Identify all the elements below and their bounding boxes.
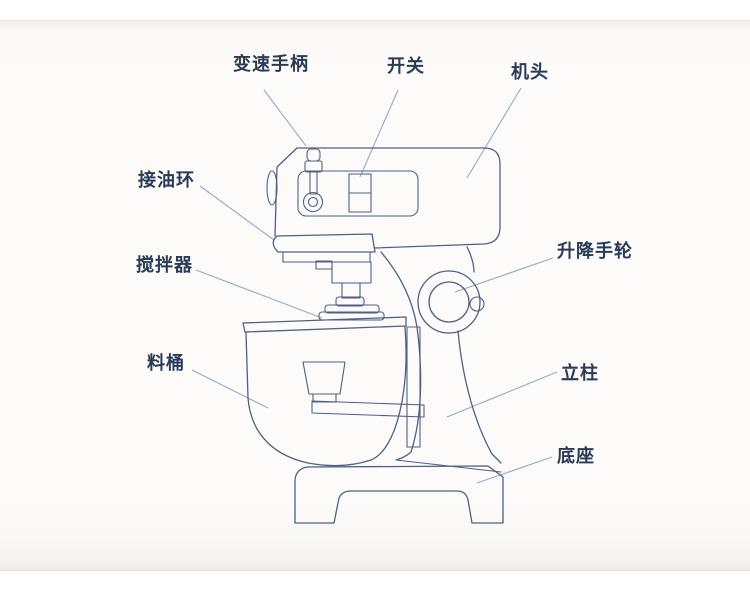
speed-lever (302, 148, 324, 213)
leader-line-agitator (195, 269, 323, 319)
base-outline (294, 465, 504, 524)
leader-line-speed-handle (263, 89, 307, 147)
lift-handwheel (417, 270, 485, 334)
leader-line-column (446, 371, 558, 418)
head-end-cap (266, 170, 278, 206)
neck-right-edge (466, 246, 475, 273)
handwheel-inner (428, 281, 470, 323)
handwheel-knob (469, 296, 485, 312)
label-speed-handle: 变速手柄 (233, 54, 309, 74)
lift-slide (406, 326, 421, 448)
leader-line-lift-handwheel (454, 257, 554, 293)
neck-left-edge (380, 251, 418, 328)
leader-line-machine-head (466, 87, 522, 179)
column-right-edge (457, 330, 502, 464)
mixer-head (266, 147, 501, 249)
flange-bar-2 (282, 251, 371, 263)
label-lift-handwheel: 升降手轮 (557, 241, 633, 261)
agitator-shaft (341, 282, 361, 299)
control-panel (297, 170, 419, 217)
bowl-cup (302, 361, 346, 395)
label-agitator: 搅拌器 (136, 255, 193, 275)
lever-mid (304, 160, 323, 173)
label-machine-head: 机头 (511, 62, 549, 82)
label-bowl: 料桶 (147, 353, 185, 373)
leader-line-switch (359, 89, 399, 178)
lever-stem (309, 171, 318, 195)
collar-disc-2 (324, 304, 380, 314)
photo-background (0, 20, 750, 571)
collar-disc-1 (335, 296, 365, 307)
leader-line-base (476, 456, 553, 484)
label-oil-ring: 接油环 (138, 170, 195, 190)
label-column: 立柱 (561, 363, 599, 383)
oil-ring-flange (272, 233, 376, 263)
lever-pivot-inner (307, 196, 319, 208)
leader-lines (191, 87, 558, 484)
bowl (242, 316, 425, 467)
column (380, 246, 502, 473)
column-left-edge (395, 326, 422, 461)
leader-line-oil-ring (199, 185, 275, 241)
agitator-assembly (315, 260, 385, 321)
label-switch: 开关 (387, 56, 425, 76)
collar-disc-3 (318, 311, 385, 321)
lever-cap (306, 148, 321, 162)
lever-pivot-outer (302, 191, 324, 213)
label-base: 底座 (557, 446, 595, 466)
handwheel-outer (417, 270, 481, 334)
bowl-rim (242, 316, 407, 333)
head-outline (274, 147, 501, 249)
gearbox (331, 261, 372, 284)
flange-bar-1 (272, 233, 376, 253)
bowl-body (245, 326, 407, 467)
power-switch (348, 173, 372, 213)
leader-line-bowl (191, 369, 269, 409)
bowl-support-arm (311, 400, 425, 418)
bowl-cup-foot (312, 393, 337, 403)
